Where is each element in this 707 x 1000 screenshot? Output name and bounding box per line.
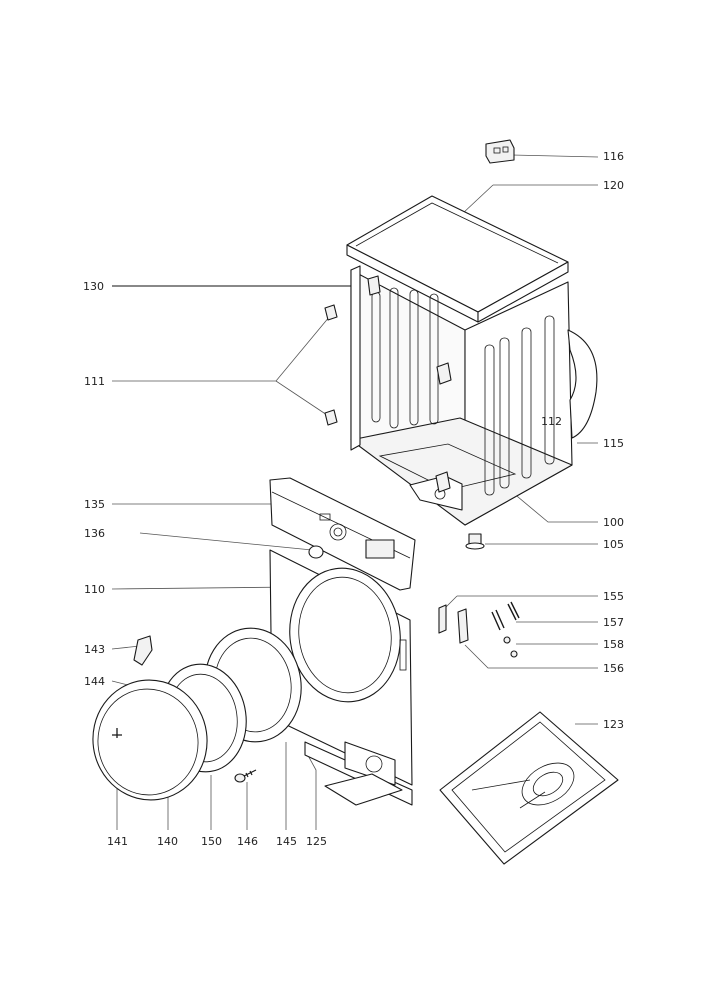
label-116: 116 <box>603 150 624 163</box>
part-111-clips <box>324 304 338 426</box>
leader-143 <box>111 645 141 650</box>
part-158-pins <box>503 636 518 658</box>
label-146: 146 <box>237 835 258 848</box>
part-130-hook <box>367 275 381 296</box>
part-157-springs <box>491 601 520 631</box>
part-120-top-cover <box>346 195 569 323</box>
part-135-control-panel <box>269 477 416 591</box>
label-150: 150 <box>201 835 222 848</box>
part-125-kick-plate <box>304 741 413 806</box>
part-110-front-panel <box>269 549 413 786</box>
part-140-outer-door <box>92 679 208 801</box>
label-112: 112 <box>541 415 562 428</box>
label-125: 125 <box>306 835 327 848</box>
label-157: 157 <box>603 616 624 629</box>
leader-136 <box>139 532 313 551</box>
label-143: 143 <box>84 643 105 656</box>
part-112-hinges <box>435 362 452 493</box>
part-123-base-frame <box>439 711 619 865</box>
leader-111 <box>112 315 331 382</box>
leader-125 <box>304 749 317 830</box>
part-136-knob <box>308 545 324 559</box>
part-156-bracket <box>457 608 469 644</box>
leader-116 <box>511 154 599 158</box>
label-100: 100 <box>603 516 624 529</box>
part-146-screw <box>234 769 257 783</box>
callout-labels: 116 120 130 111 112 115 135 100 136 105 … <box>83 150 624 848</box>
label-120: 120 <box>603 179 624 192</box>
leader-111b <box>275 380 331 418</box>
label-130: 130 <box>83 280 104 293</box>
part-143-latch <box>133 635 153 666</box>
label-111: 111 <box>84 375 105 388</box>
label-140: 140 <box>157 835 178 848</box>
part-105-foot <box>465 533 485 550</box>
label-158: 158 <box>603 638 624 651</box>
label-136: 136 <box>84 527 105 540</box>
label-123: 123 <box>603 718 624 731</box>
label-145: 145 <box>276 835 297 848</box>
leader-120 <box>461 184 494 215</box>
label-156: 156 <box>603 662 624 675</box>
label-141: 141 <box>107 835 128 848</box>
part-141-handle <box>112 728 122 738</box>
label-110: 110 <box>84 583 105 596</box>
part-155-clip <box>438 604 447 634</box>
part-115-duct <box>567 329 598 439</box>
label-115: 115 <box>603 437 624 450</box>
part-116-bracket <box>485 139 515 164</box>
label-105: 105 <box>603 538 624 551</box>
leader-156 <box>464 644 598 669</box>
label-135: 135 <box>84 498 105 511</box>
label-155: 155 <box>603 590 624 603</box>
leader-110 <box>111 586 297 590</box>
label-144: 144 <box>84 675 105 688</box>
